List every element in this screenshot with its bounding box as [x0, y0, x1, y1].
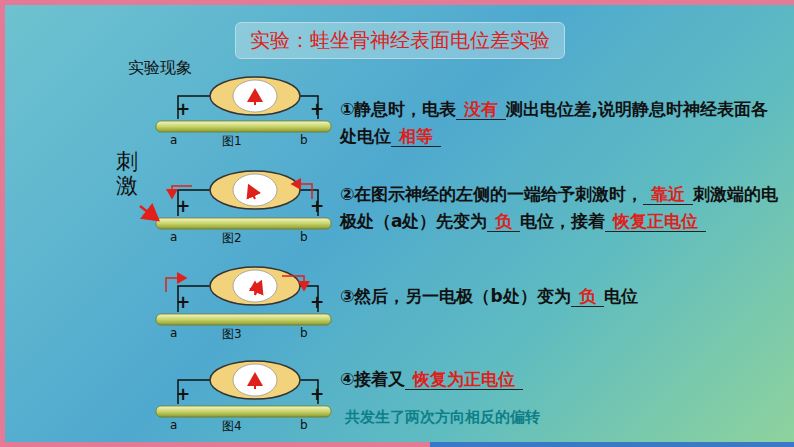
needle: [254, 374, 256, 389]
galvanometer: [210, 77, 300, 115]
needle-trace: [254, 282, 256, 295]
current-arrow: [282, 276, 304, 290]
meter-face: [233, 364, 277, 396]
electrode-label: b: [300, 230, 308, 244]
polarity-sign: +: [310, 196, 324, 216]
polarity-sign: +: [310, 384, 324, 404]
statement: ④接着又恢复为正电位: [340, 366, 780, 393]
title-box: 实验：蛙坐骨神经表面电位差实验: [235, 22, 565, 59]
meter-face: [233, 174, 277, 206]
statement-text: ④接着又: [340, 369, 405, 389]
answer-blank: 负: [571, 286, 604, 307]
stimulus-label: 刺激: [116, 150, 138, 198]
statement-text: 电位: [604, 286, 638, 306]
needle: [255, 282, 261, 295]
electrode-label: a: [170, 230, 177, 244]
figure-number: 图4: [222, 418, 242, 435]
statement-text: ③然后，另一电极（b处）变为: [340, 286, 571, 306]
answer-blank: 没有: [456, 99, 506, 120]
title-text: 实验：蛙坐骨神经表面电位差实验: [250, 28, 550, 52]
answer-blank: 相等: [391, 126, 441, 147]
electrode-label: a: [170, 326, 177, 340]
statement: ①静息时，电表没有测出电位差,说明静息时神经表面各处电位相等: [340, 96, 780, 150]
bottom-stripe: [0, 442, 430, 447]
galvanometer: [210, 361, 300, 399]
polarity-sign: +: [176, 99, 190, 119]
figure-number: 图2: [222, 230, 242, 247]
current-arrow: [292, 184, 312, 199]
figure-number: 图1: [222, 133, 242, 150]
answer-blank: 恢复为正电位: [405, 369, 523, 390]
bottom-stripe: [430, 442, 794, 447]
electrode-label: b: [300, 133, 308, 147]
polarity-sign: +: [310, 292, 324, 312]
answer-blank: 负: [487, 211, 520, 232]
conclusion: 共发生了两次方向相反的偏转: [345, 408, 540, 427]
electrode-label: a: [170, 418, 177, 432]
statement: ②在图示神经的左侧的一端给予刺激时，靠近刺激端的电极处（a处）先变为负电位，接着…: [340, 181, 780, 235]
meter-face: [233, 270, 277, 302]
needle: [254, 90, 256, 105]
top-stripe: [0, 0, 794, 5]
electrode-label: b: [300, 326, 308, 340]
nerve-bar: [156, 406, 331, 417]
left-stripe: [0, 0, 5, 447]
meter-face: [233, 80, 277, 112]
section-label: 实验现象: [128, 58, 192, 79]
needle: [249, 186, 255, 199]
nerve-bar: [156, 314, 331, 325]
answer-blank: 恢复正电位: [605, 211, 706, 232]
electrode-label: a: [170, 133, 177, 147]
galvanometer: [210, 171, 300, 209]
polarity-sign: +: [176, 196, 190, 216]
nerve-bar: [156, 121, 331, 132]
electrode-label: b: [300, 418, 308, 432]
figure-number: 图3: [222, 326, 242, 343]
statement-text: 电位，接着: [520, 211, 605, 231]
statement: ③然后，另一电极（b处）变为负电位: [340, 283, 780, 310]
galvanometer: [210, 267, 300, 305]
statement-text: ①静息时，电表: [340, 99, 456, 119]
stimulus-arrow: [140, 206, 158, 220]
answer-blank: 靠近: [643, 184, 693, 205]
polarity-sign: +: [310, 99, 324, 119]
statement-text: ②在图示神经的左侧的一端给予刺激时，: [340, 184, 643, 204]
polarity-sign: +: [176, 384, 190, 404]
polarity-sign: +: [176, 292, 190, 312]
nerve-bar: [156, 218, 331, 229]
current-arrow: [166, 278, 186, 292]
